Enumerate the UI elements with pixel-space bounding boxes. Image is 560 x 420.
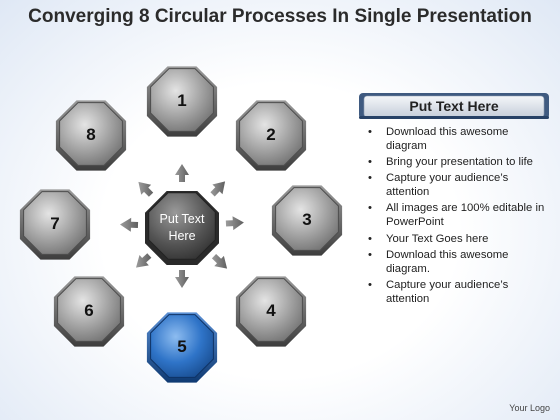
center-label-line1: Put Text	[160, 212, 205, 226]
arrow-icon	[175, 164, 189, 182]
arrow-icon	[138, 181, 154, 197]
bullet-icon: •	[368, 278, 372, 291]
process-node-label: 4	[266, 301, 276, 320]
list-item-text: Download this awesome diagram.	[386, 248, 509, 275]
arrow-icon	[136, 253, 152, 268]
bullet-icon: •	[368, 232, 372, 245]
bullet-icon: •	[368, 126, 372, 138]
page-title: Converging 8 Circular Processes In Singl…	[28, 6, 532, 27]
center-hub-face	[148, 192, 216, 260]
process-node-label: 2	[266, 125, 275, 144]
process-node-face	[57, 278, 121, 342]
list-item-text: Your Text Goes here	[386, 232, 489, 245]
bullet-icon: •	[368, 156, 372, 169]
panel-header: Put Text Here	[358, 92, 550, 120]
list-item-text: Bring your presentation to life	[386, 156, 533, 169]
arrow-icon	[175, 270, 189, 288]
bullet-icon: •	[368, 202, 372, 215]
process-node-label: 1	[177, 91, 186, 110]
list-item-text: Capture your audience’s attention	[386, 172, 509, 199]
panel-header-shape	[359, 93, 549, 119]
arrow-icon	[225, 216, 244, 231]
process-node-label: 7	[50, 214, 59, 233]
process-node-face	[150, 68, 214, 132]
process-node-5: 5	[146, 312, 218, 383]
process-node-4: 4	[235, 276, 307, 347]
process-node-3: 3	[271, 185, 343, 256]
list-item: • Your Text Goes here	[358, 233, 550, 247]
process-node-7: 7	[19, 189, 91, 260]
process-node-face	[150, 314, 214, 378]
bullet-icon: •	[368, 172, 372, 185]
center-label-line2: Here	[168, 229, 195, 243]
text-panel: Put Text Here • Download this awesome dia…	[358, 92, 550, 309]
process-node-face	[23, 191, 87, 255]
list-item: • Download this awesome diagram	[358, 126, 550, 154]
list-item-text: All images are 100% editable in PowerPoi…	[386, 202, 545, 229]
process-node-label: 3	[302, 210, 311, 229]
process-node-face	[239, 278, 303, 342]
process-node-label: 5	[177, 337, 186, 356]
process-node-face	[275, 187, 339, 251]
bullet-list: • Download this awesome diagram • Bring yo…	[358, 126, 550, 307]
arrow-icon	[211, 254, 228, 269]
process-node-8: 8	[55, 100, 127, 171]
list-item: • Capture your audience’s attention	[358, 279, 550, 307]
center-hub: Put Text Here	[145, 191, 219, 265]
logo-text: Your Logo	[509, 403, 550, 413]
process-node-1: 1	[146, 66, 218, 137]
process-node-2: 2	[235, 100, 307, 171]
arrow-icon	[120, 217, 139, 232]
list-item-text: Capture your audience’s attention	[386, 278, 509, 305]
process-node-face	[239, 102, 303, 166]
arrow-icon	[210, 181, 226, 197]
process-node-6: 6	[53, 276, 125, 347]
panel-title: Put Text Here	[409, 98, 499, 114]
process-node-label: 8	[86, 125, 95, 144]
list-item: • Bring your presentation to life	[358, 156, 550, 170]
list-item: • Capture your audience’s attention	[358, 172, 550, 200]
process-node-label: 6	[84, 301, 93, 320]
list-item: • Download this awesome diagram.	[358, 249, 550, 277]
process-node-face	[59, 102, 123, 166]
bullet-icon: •	[368, 248, 372, 261]
list-item-text: Download this awesome diagram	[386, 126, 509, 152]
list-item: • All images are 100% editable in PowerPo…	[358, 202, 550, 230]
